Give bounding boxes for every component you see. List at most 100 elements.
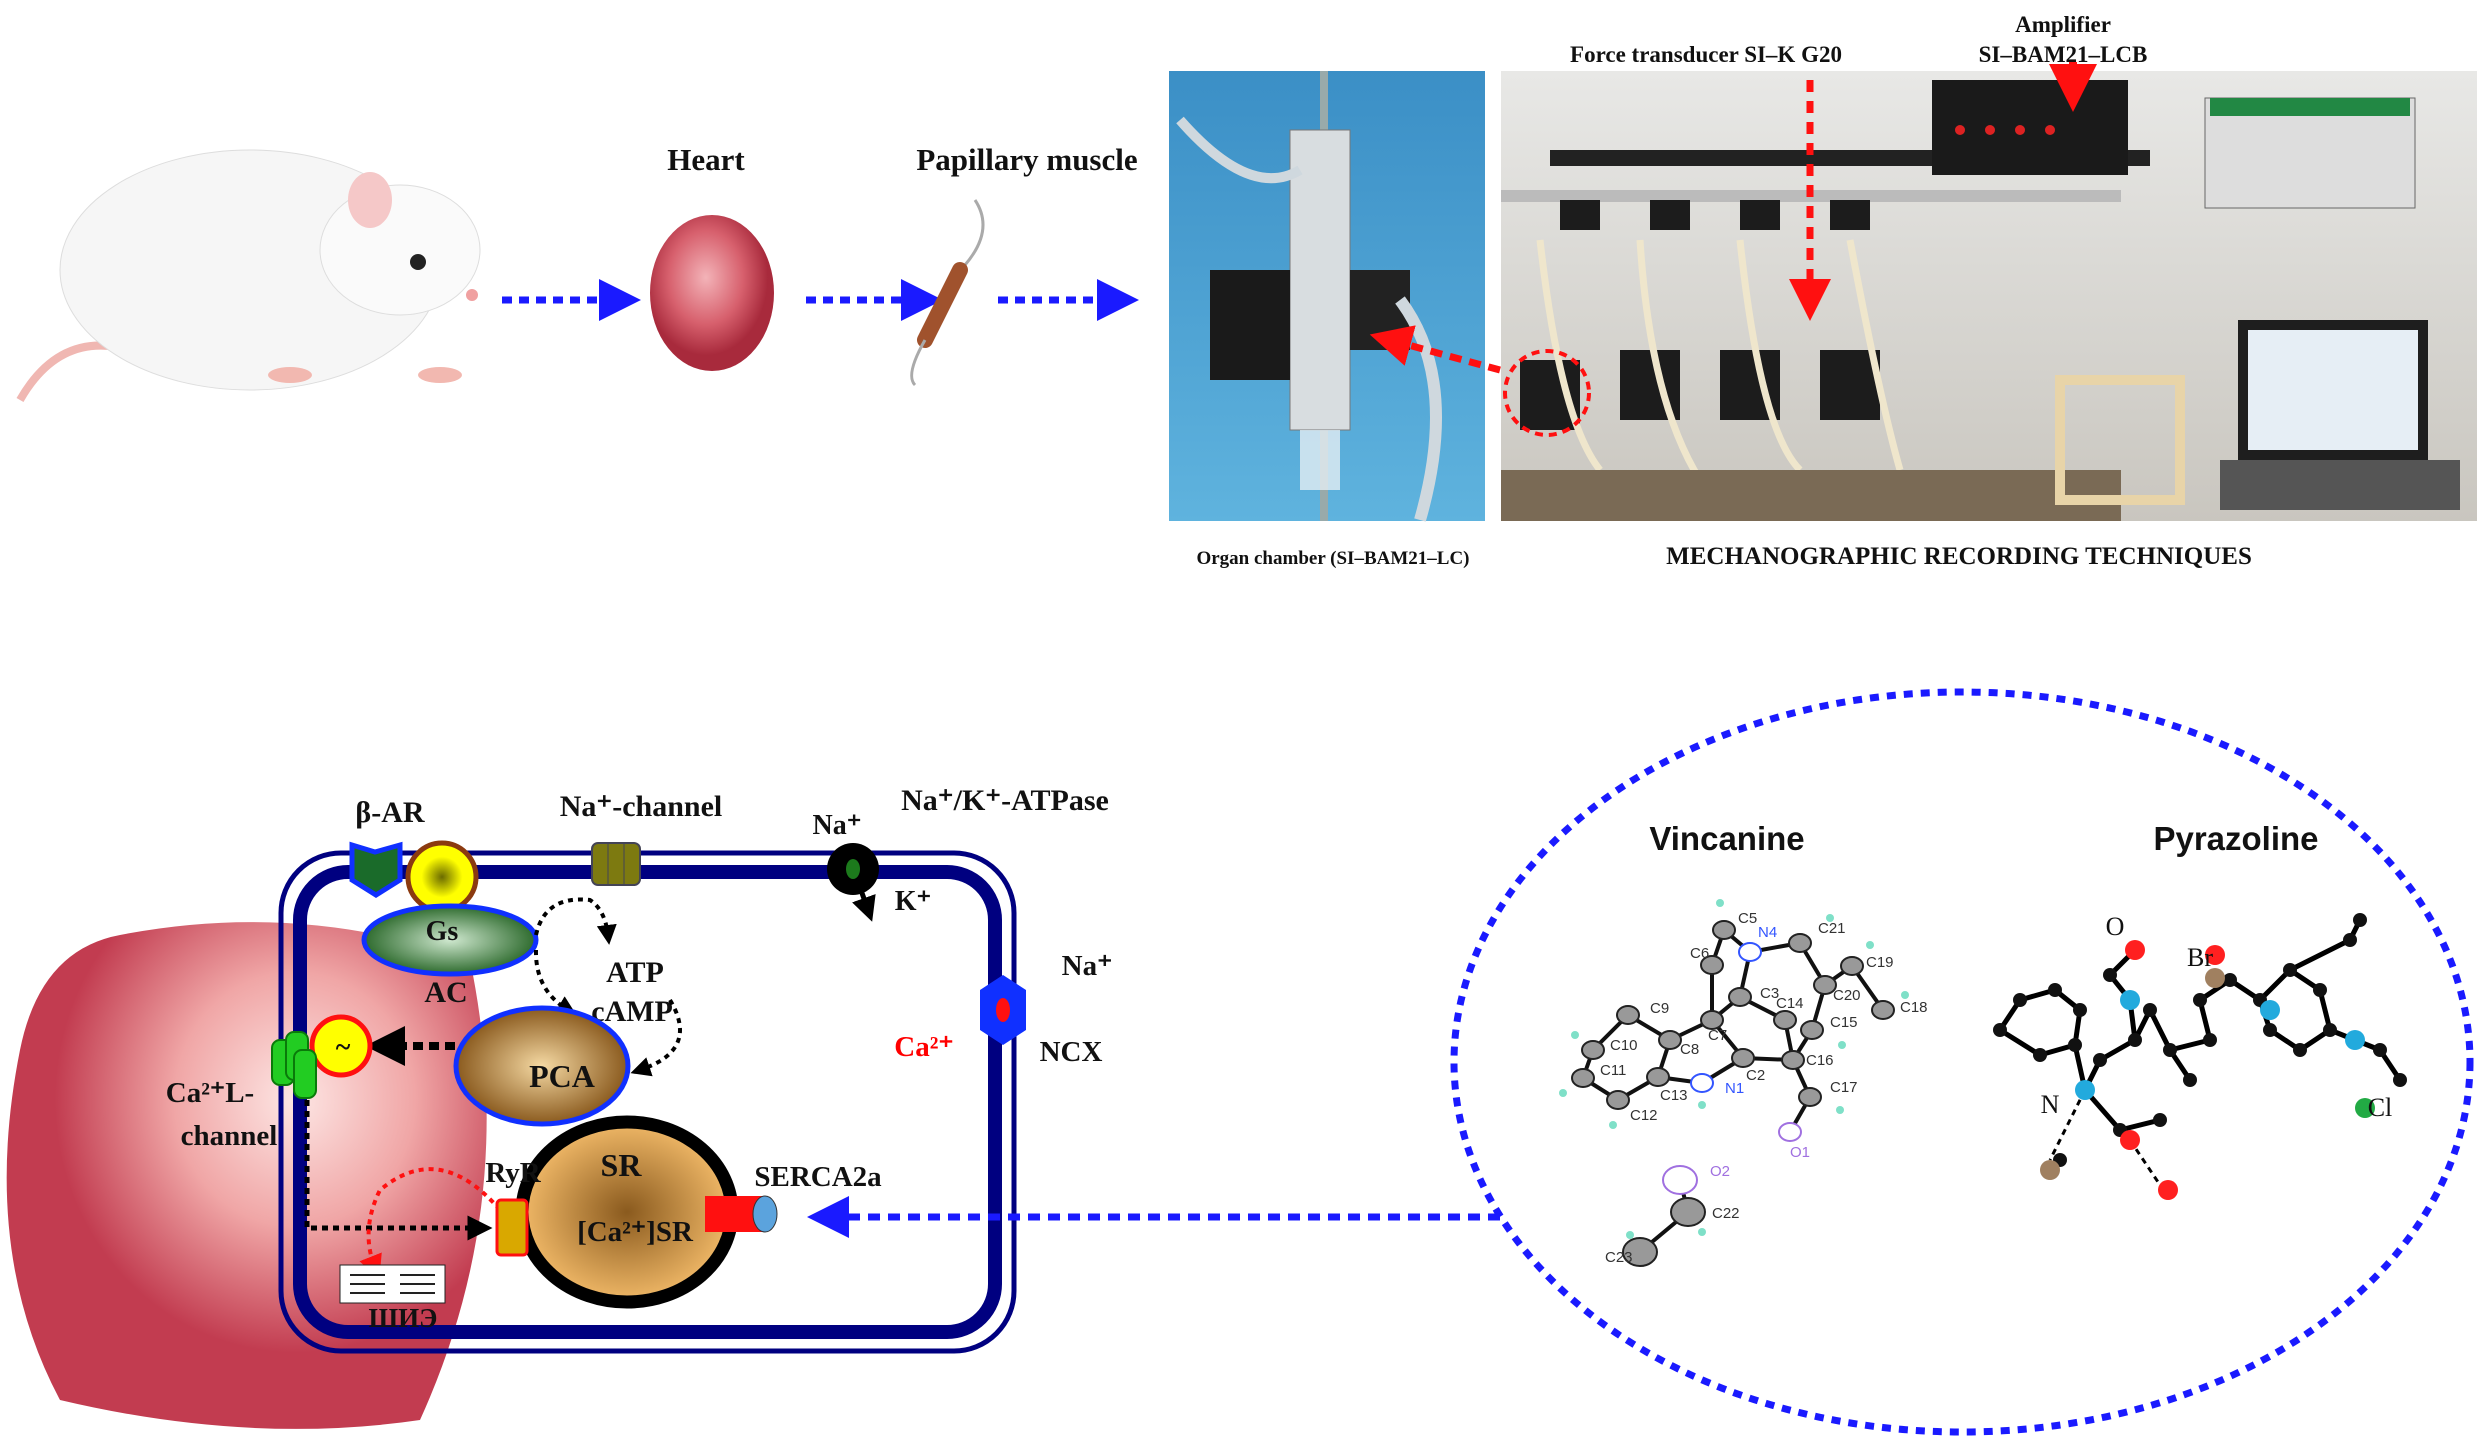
ncx-na-label: Na⁺ — [1062, 950, 1113, 982]
heteroatom — [2205, 945, 2225, 965]
atom-label: C16 — [1806, 1052, 1834, 1069]
papillary-muscle-image — [910, 199, 985, 387]
atom-label: N4 — [1758, 924, 1777, 941]
atom-c8 — [1658, 1030, 1682, 1050]
arrow-camp-to-pca — [630, 998, 682, 1077]
sr-calcium-label: [Ca²⁺]SR — [577, 1216, 694, 1248]
chamber-highlight-circle — [1503, 349, 1591, 437]
atom-label: C8 — [1680, 1041, 1699, 1058]
atom-label: C23 — [1605, 1249, 1633, 1266]
atom-c17 — [1798, 1087, 1822, 1107]
hydrogen-bond — [2128, 1139, 2162, 1186]
carbon-atom — [2193, 993, 2207, 1007]
atom-c23 — [1622, 1237, 1658, 1267]
bond — [2258, 968, 2292, 1002]
compounds-ellipse — [1450, 688, 2474, 1436]
heteroatom — [2205, 968, 2225, 988]
amplifier-model-label: SI–BAM21–LCB — [1979, 42, 2148, 67]
mechanographic-caption: MECHANOGRAPHIC RECORDING TECHNIQUES — [1666, 543, 2252, 570]
atom-n1 — [1690, 1073, 1714, 1093]
heteroatom — [2158, 1180, 2178, 1200]
bond — [2288, 937, 2352, 973]
ca-l-channel-label-2: channel — [181, 1120, 278, 1152]
carbon-atom — [2393, 1073, 2407, 1087]
atom-label: C6 — [1690, 945, 1709, 962]
atom-c15 — [1800, 1020, 1824, 1040]
atom-label: O1 — [1790, 1144, 1810, 1161]
hydrogen-atom — [1626, 1231, 1634, 1239]
pca-kinase — [453, 1005, 631, 1127]
myofilament-label: ШИЭ — [369, 1303, 438, 1333]
atom-label: C17 — [1830, 1079, 1858, 1096]
atom-c18 — [1871, 1000, 1895, 1020]
atom-n4 — [1738, 942, 1762, 962]
carbon-atom — [2353, 913, 2367, 927]
atom-c21 — [1788, 933, 1812, 953]
atom-c22 — [1670, 1197, 1706, 1227]
atom-label-o: O — [2106, 912, 2125, 941]
heteroatom — [2120, 1130, 2140, 1150]
carbon-atom — [2048, 983, 2062, 997]
atom-label: C19 — [1866, 954, 1894, 971]
cell-membrane — [293, 865, 1002, 1339]
atom-label: C15 — [1830, 1014, 1858, 1031]
carbon-atom — [2283, 963, 2297, 977]
atom-c10 — [1581, 1040, 1605, 1060]
atom-c11 — [1571, 1068, 1595, 1088]
atom-label-br: Br — [2187, 943, 2213, 972]
atom-label: C13 — [1660, 1087, 1688, 1104]
hydrogen-atom — [1826, 914, 1834, 922]
heart-label: Heart — [667, 142, 745, 177]
atom-label-cl: Cl — [2368, 1093, 2393, 1122]
camp-label: cAMP — [591, 995, 673, 1028]
serca-pump-icon — [705, 1195, 778, 1233]
ac-label: AC — [424, 976, 467, 1009]
hydrogen-atom — [1609, 1121, 1617, 1129]
gs-label: Gs — [426, 916, 459, 947]
heteroatom — [2040, 1160, 2060, 1180]
atom-label: C20 — [1833, 987, 1861, 1004]
atom-label: C22 — [1712, 1205, 1740, 1222]
atom-c6 — [1700, 955, 1724, 975]
pump-na-label: Na⁺ — [813, 810, 862, 841]
heteroatom — [2260, 1000, 2280, 1020]
pump-k-label: K⁺ — [895, 886, 932, 917]
bond — [2147, 1008, 2173, 1052]
heteroatom — [2120, 990, 2140, 1010]
atom-label: C5 — [1738, 910, 1757, 927]
l-type-ca-channel-icon — [271, 1031, 317, 1099]
ncx-label: NCX — [1040, 1036, 1103, 1068]
carbon-atom — [2323, 1023, 2337, 1037]
papillary-muscle-label: Papillary muscle — [916, 142, 1137, 177]
vincanine-title: Vincanine — [1649, 820, 1804, 857]
heteroatom — [2345, 1030, 2365, 1050]
ncx-exchanger-icon — [980, 975, 1026, 1045]
amplifier-label: Amplifier — [2015, 12, 2111, 37]
hydrogen-atom — [1866, 941, 1874, 949]
carbon-atom — [2013, 993, 2027, 1007]
na-k-atpase-label: Na⁺/K⁺-ATPase — [901, 784, 1109, 817]
organ-chamber-photo — [1169, 71, 1485, 522]
carbon-atom — [1993, 1023, 2007, 1037]
atom-label: C2 — [1746, 1067, 1765, 1084]
hydrogen-atom — [1698, 1228, 1706, 1236]
atom-label: C14 — [1776, 995, 1804, 1012]
carbon-atom — [2143, 1003, 2157, 1017]
atom-c3 — [1728, 987, 1752, 1007]
pca-label: PCA — [529, 1058, 595, 1094]
atom-label: C12 — [1630, 1107, 1658, 1124]
carbon-atom — [2203, 1033, 2217, 1047]
atom-c16 — [1781, 1050, 1805, 1070]
hydrogen-atom — [1901, 991, 1909, 999]
phosphorylation-circle — [309, 1014, 373, 1078]
carbon-atom — [2223, 973, 2237, 987]
carbon-atom — [2293, 1043, 2307, 1057]
atom-c2 — [1731, 1048, 1755, 1068]
serca-label: SERCA2a — [754, 1161, 882, 1193]
atom-label: N1 — [1725, 1080, 1744, 1097]
pyrazoline-title: Pyrazoline — [2153, 820, 2318, 857]
hydrogen-atom — [1698, 1101, 1706, 1109]
lab-setup-photo — [1501, 71, 2477, 521]
hydrogen-atom — [1716, 899, 1724, 907]
